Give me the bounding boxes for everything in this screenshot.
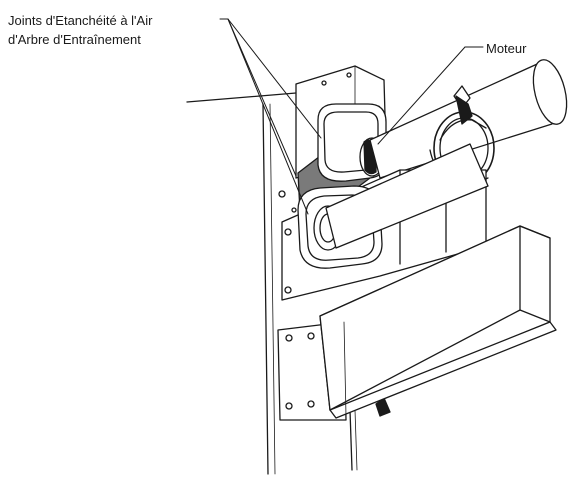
- leader-lines: [219, 18, 484, 215]
- drive-shaft-lower: [325, 143, 489, 249]
- motor-callout: Moteur: [486, 41, 527, 56]
- seals-callout-line-1: Joints d'Etanchéité à l'Air: [8, 13, 153, 28]
- front-bar: [319, 225, 557, 419]
- seals-callout-line-2: d'Arbre d'Entraînement: [8, 32, 141, 47]
- wall-panel: [186, 92, 358, 475]
